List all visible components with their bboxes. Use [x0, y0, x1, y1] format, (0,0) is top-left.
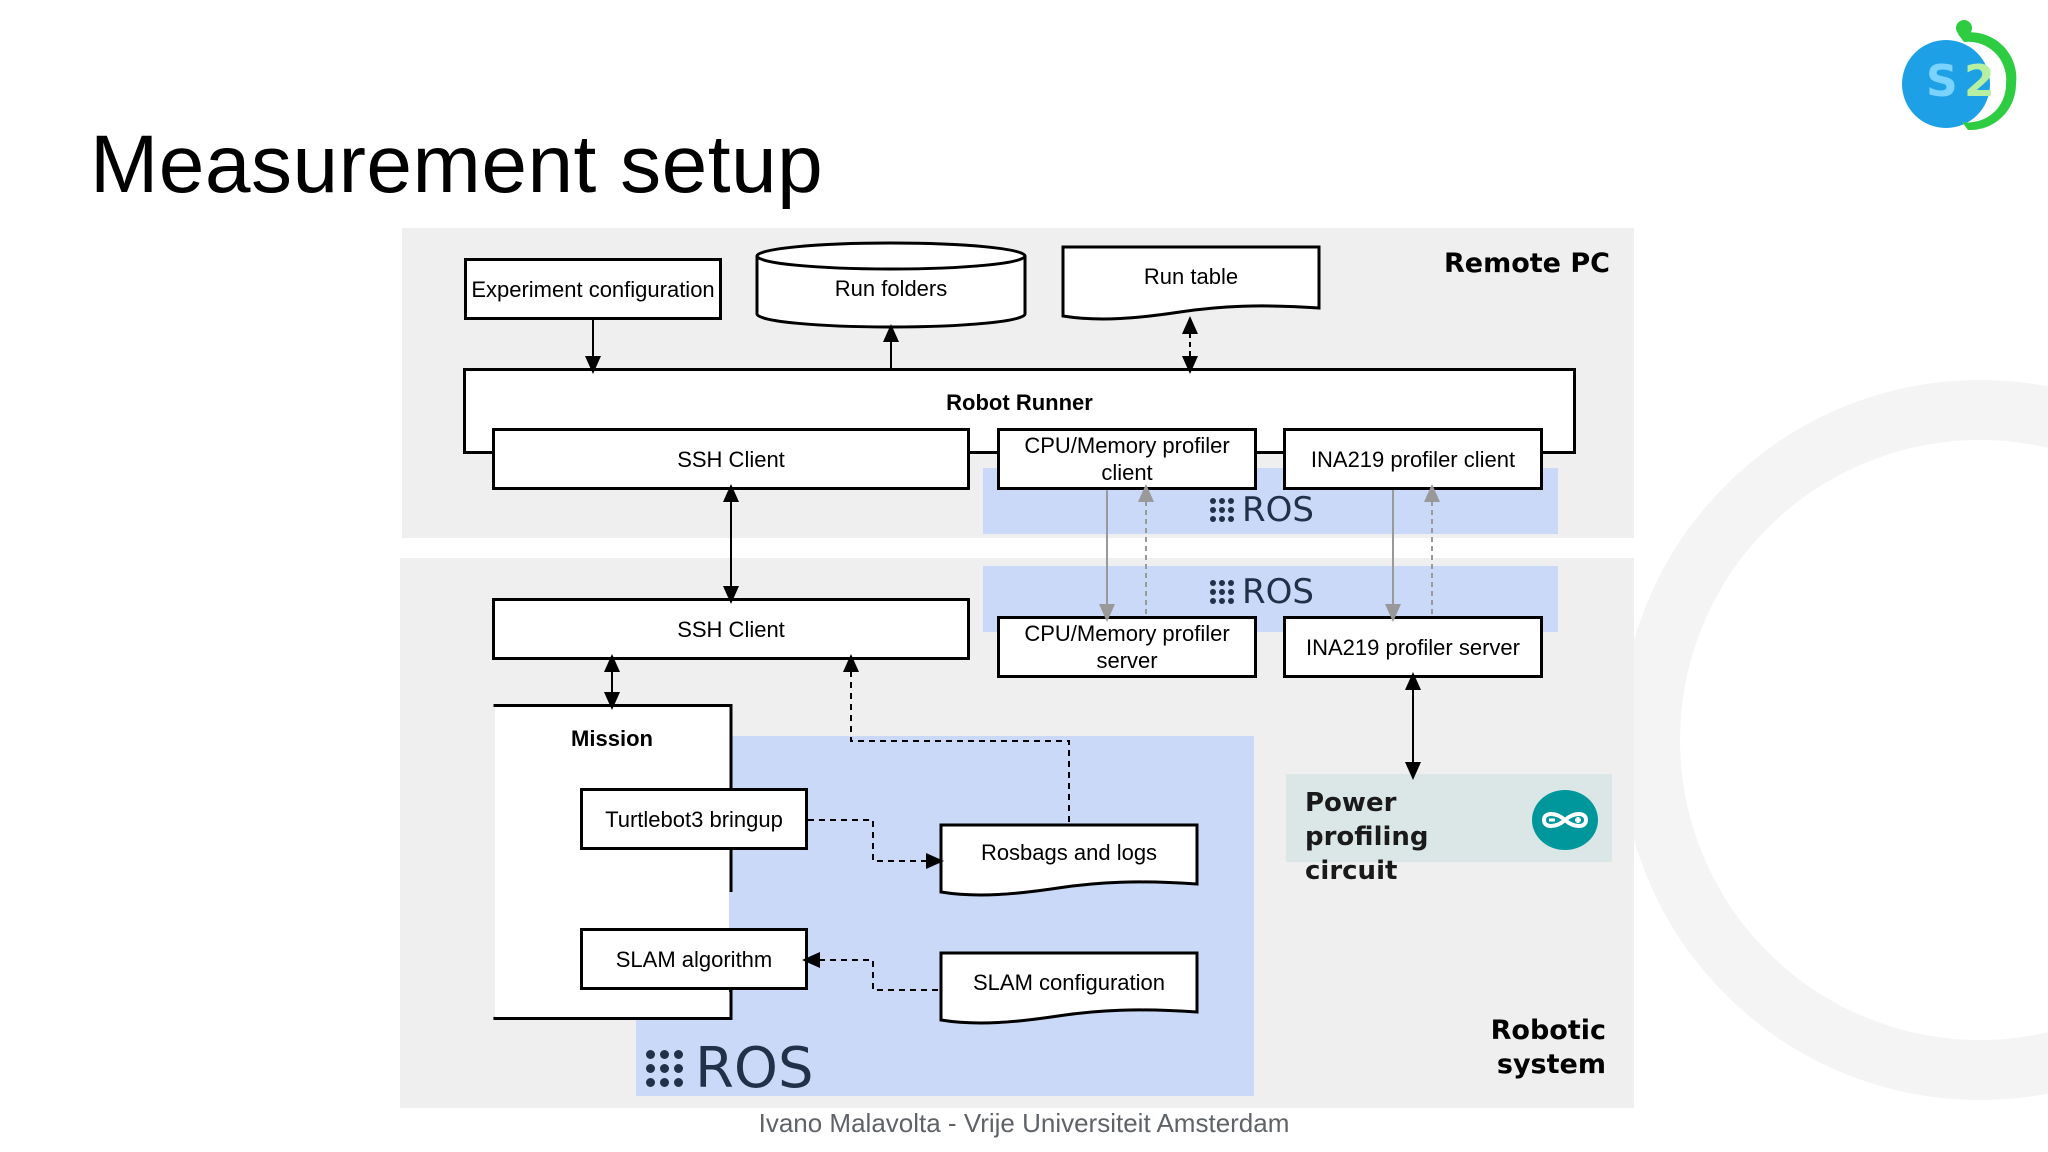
ina219-profiler-client-box: INA219 profiler client: [1283, 428, 1543, 490]
mission-label: Mission: [571, 726, 653, 751]
ros-logo-mission: ROS: [646, 1036, 814, 1101]
robotic-system-label: Robotic system: [1490, 1015, 1606, 1080]
ros-dots-icon: [1210, 498, 1234, 522]
power-profiling-label: Power profiling circuit: [1305, 788, 1429, 886]
ros-dots-icon: [646, 1050, 683, 1087]
run-table-document-icon: [1061, 245, 1321, 321]
ros-text: ROS: [1242, 572, 1314, 612]
arduino-infinity-icon: [1532, 790, 1598, 850]
slam-config-document-icon: [939, 951, 1199, 1025]
ros-text: ROS: [695, 1036, 814, 1101]
ros-logo-robot-top: ROS: [1210, 572, 1314, 612]
watermark-icon: [1620, 380, 2048, 1100]
experiment-configuration-box: Experiment configuration: [464, 258, 722, 320]
slide-footer: Ivano Malavolta - Vrije Universiteit Ams…: [758, 1108, 1290, 1138]
cpu-memory-profiler-server-box: CPU/Memory profiler server: [997, 616, 1257, 678]
run-folders-label: Run folders: [834, 276, 948, 301]
cpu-memory-profiler-client-box: CPU/Memory profiler client: [997, 428, 1257, 490]
slide-title: Measurement setup: [90, 119, 824, 210]
s2-logo-icon: S 2: [1902, 20, 2017, 131]
turtlebot3-bringup-box: Turtlebot3 bringup: [580, 788, 808, 850]
rosbags-document-icon: [939, 823, 1199, 897]
ssh-client-remote-box: SSH Client: [492, 428, 970, 490]
rosbags-label: Rosbags and logs: [980, 840, 1158, 865]
run-folders-cylinder-icon: [755, 241, 1027, 329]
robot-runner-label: Robot Runner: [946, 390, 1093, 415]
svg-text:2: 2: [1964, 56, 1995, 107]
ros-dots-icon: [1210, 580, 1234, 604]
ros-text: ROS: [1242, 490, 1314, 530]
ros-logo-remote: ROS: [1210, 490, 1314, 530]
slam-config-label: SLAM configuration: [973, 970, 1165, 995]
svg-text:S: S: [1926, 56, 1958, 107]
slam-algorithm-box: SLAM algorithm: [580, 928, 808, 990]
remote-pc-label: Remote PC: [1443, 248, 1610, 279]
run-table-label: Run table: [1143, 264, 1239, 289]
